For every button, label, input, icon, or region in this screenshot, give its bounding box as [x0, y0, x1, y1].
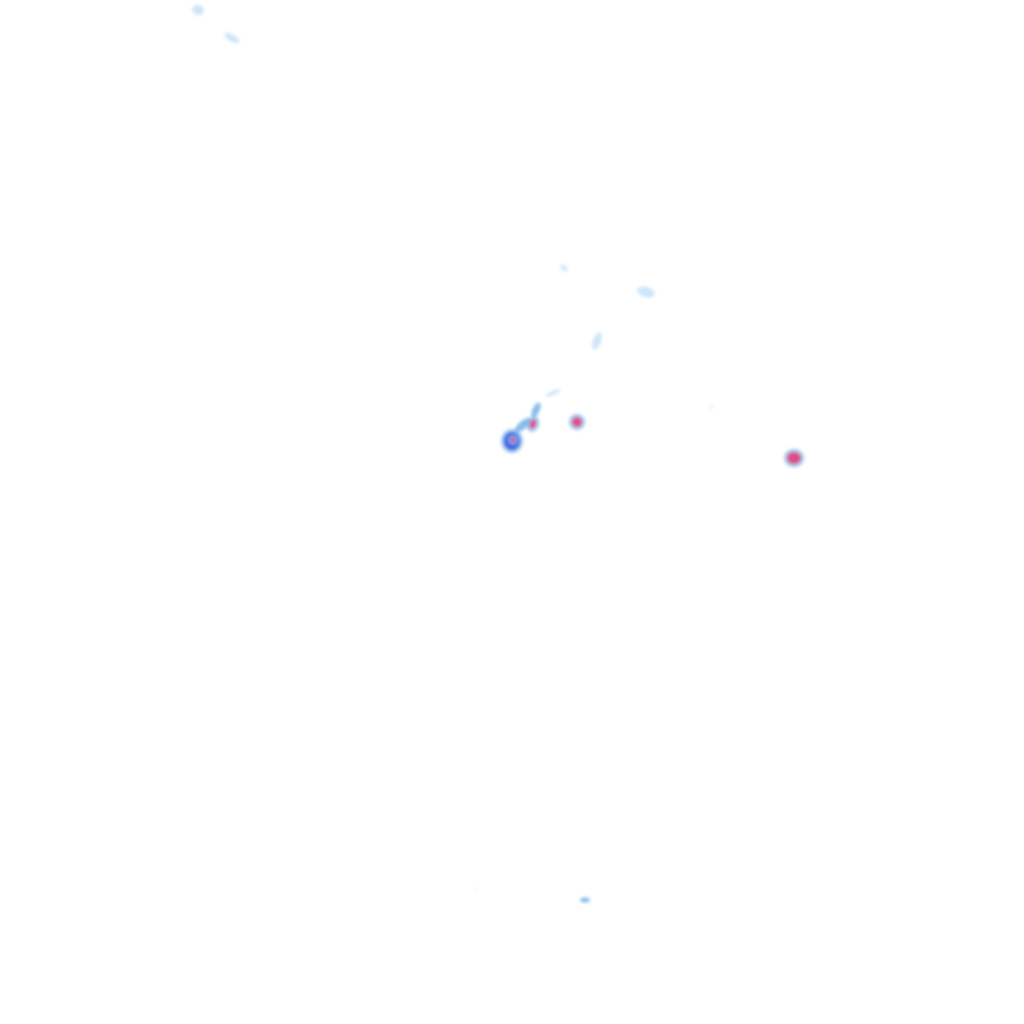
echo-11 — [784, 449, 804, 467]
echo-12-cell — [474, 888, 476, 890]
echo-3-cell — [560, 264, 568, 272]
echo-7-cell — [531, 402, 541, 418]
echo-11-cell — [787, 452, 801, 464]
echo-5 — [592, 332, 602, 350]
echo-12-cell — [709, 405, 713, 409]
echo-12 — [474, 405, 713, 890]
echo-10-cell — [572, 417, 582, 427]
echo-1-cell — [192, 4, 204, 16]
echo-9-cell — [510, 437, 516, 443]
echo-4 — [637, 286, 655, 298]
echo-6-cell — [545, 389, 561, 397]
echo-13 — [580, 897, 590, 903]
echo-2 — [224, 32, 240, 44]
echo-5-cell — [592, 332, 602, 350]
echo-9-cell — [529, 419, 537, 429]
echo-3 — [560, 264, 568, 272]
echo-6 — [545, 389, 561, 397]
echo-7-cell — [514, 417, 532, 433]
radar-echo-layer — [192, 4, 804, 903]
echo-1 — [192, 4, 204, 16]
echo-10 — [569, 414, 585, 430]
echo-4-cell — [637, 286, 655, 298]
echo-2-cell — [224, 32, 240, 44]
echo-9 — [507, 416, 540, 446]
echo-13-cell — [580, 897, 590, 903]
echo-7 — [514, 402, 541, 433]
